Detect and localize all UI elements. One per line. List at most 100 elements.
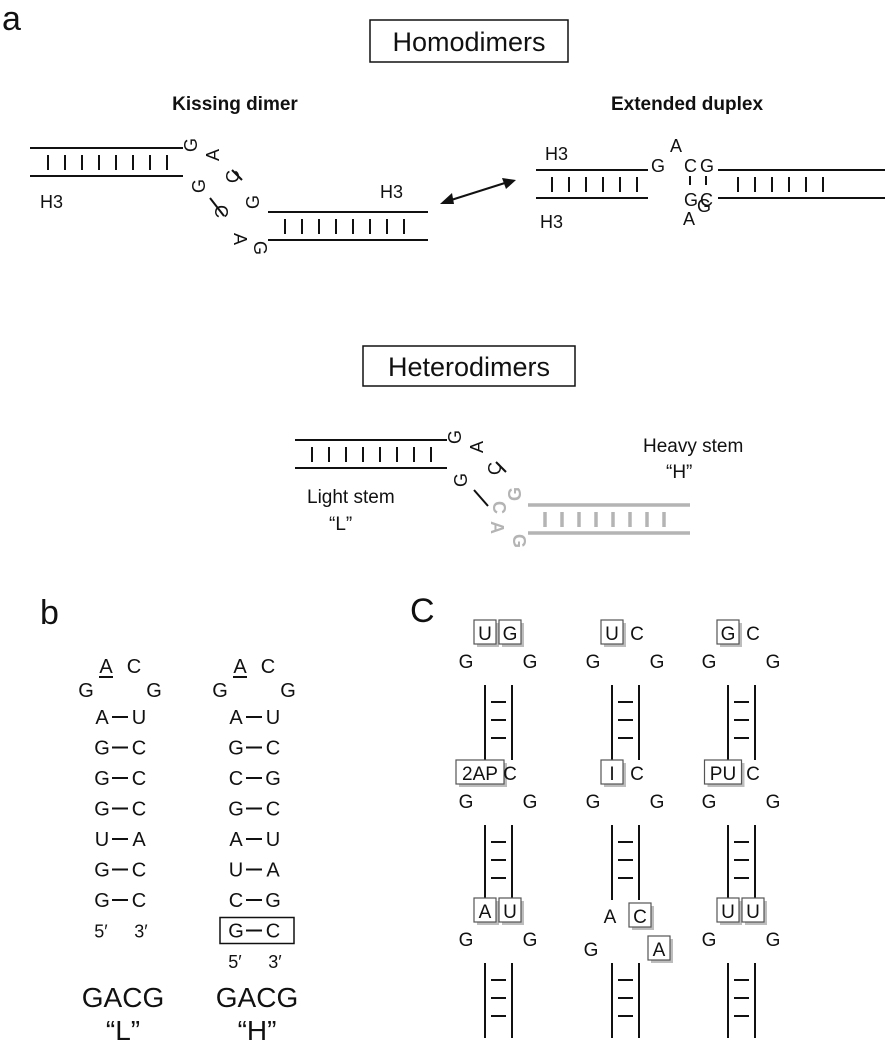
paired-base: U [132,707,146,729]
modified-base-box [600,759,624,785]
paired-base: C [132,890,146,912]
modified-base-box [716,619,740,645]
paired-base: A [95,707,109,729]
loop-base: C [261,656,275,678]
paired-base: C [132,768,146,790]
loop-base: U [503,902,517,923]
loop-base: G [509,534,529,548]
loop-base: G [505,487,525,501]
modified-base-box [716,897,740,923]
loop-base: A [487,521,507,534]
loop-base: A [230,233,250,245]
homodimers-title-box: Homodimers [369,19,569,63]
loop-base: G [459,930,474,951]
modified-base-box [498,897,522,923]
paired-base: C [266,799,280,821]
five-prime-end: 5′ [94,922,108,942]
paired-base: G [94,768,110,790]
loop-base: A [604,907,617,928]
loop-base: G [212,680,228,702]
modified-base-box [703,759,743,785]
loop-base: U [721,902,735,923]
loop-base: G [584,940,599,961]
loop-base: A [670,136,682,156]
loop-base: C [684,156,697,176]
paired-base: A [266,860,280,882]
loop-sequence: GACG [216,982,298,1013]
extended-duplex-title: Extended duplex [611,94,763,115]
kissing-left-stem-label: H3 [40,192,63,212]
loop-base: G [697,196,711,216]
loop-base: A [479,902,492,923]
loop-base: G [250,241,270,255]
loop-base: G [181,138,201,152]
paired-base: G [265,890,281,912]
loop-base: U [478,624,492,645]
loop-base: G [702,930,717,951]
extended-duplex [536,169,885,199]
loop-base: G [146,680,162,702]
modified-base-box [600,619,624,645]
loop-base: C [630,624,644,645]
modified-base-box [741,897,765,923]
loop-base: A [683,209,695,229]
paired-base: G [94,738,110,760]
heavy-stem-label: Heavy stem [643,436,743,457]
paired-base: G [228,738,244,760]
loop-base: G [243,195,263,209]
loop-base: A [99,656,113,678]
paired-base: G [228,921,244,943]
three-prime-end: 3′ [268,952,282,972]
loop-base: C [633,907,647,928]
light-stem-quote: “L” [329,514,352,535]
loop-base: G [459,792,474,813]
paired-base: A [229,707,243,729]
loop-base: A [467,441,487,453]
loop-base: G [459,652,474,673]
extended-bottom-stem-label: H3 [540,212,563,232]
heavy-stem-quote: “H” [666,462,692,483]
loop-base: G [189,179,209,193]
loop-base: G [280,680,296,702]
loop-base: 2AP [462,764,498,785]
light-stem-label: Light stem [307,487,395,508]
modified-base-box [455,759,505,785]
loop-base: G [523,792,538,813]
kissing-right-stem [268,211,428,241]
paired-base: U [266,707,280,729]
loop-base: I [609,764,614,785]
extended-top-stem-label: H3 [545,144,568,164]
heavy-stem [528,503,690,535]
equilibrium-double-arrow [440,178,516,204]
loop-base: G [650,792,665,813]
loop-base: U [605,624,619,645]
loop-base: G [684,190,698,210]
loop-base: C [127,656,141,678]
homodimers-title: Homodimers [392,27,545,57]
paired-base: C [266,921,280,943]
loop-base: G [651,156,665,176]
hairpin-name: “L” [106,1015,140,1046]
kissing-left-stem [30,147,183,177]
loop-base: G [78,680,94,702]
five-prime-end: 5′ [228,952,242,972]
heterodimer-loop: G A C G G C A G [445,430,529,548]
paired-base: C [132,738,146,760]
paired-base: U [229,860,243,882]
panel-label-c: C [410,592,435,630]
kissing-right-stem-label: H3 [380,182,403,202]
panel-label-b: b [40,594,59,632]
loop-base: C [503,764,517,785]
loop-base: A [653,940,666,961]
panel-label-a: a [2,0,21,38]
paired-base: C [266,738,280,760]
